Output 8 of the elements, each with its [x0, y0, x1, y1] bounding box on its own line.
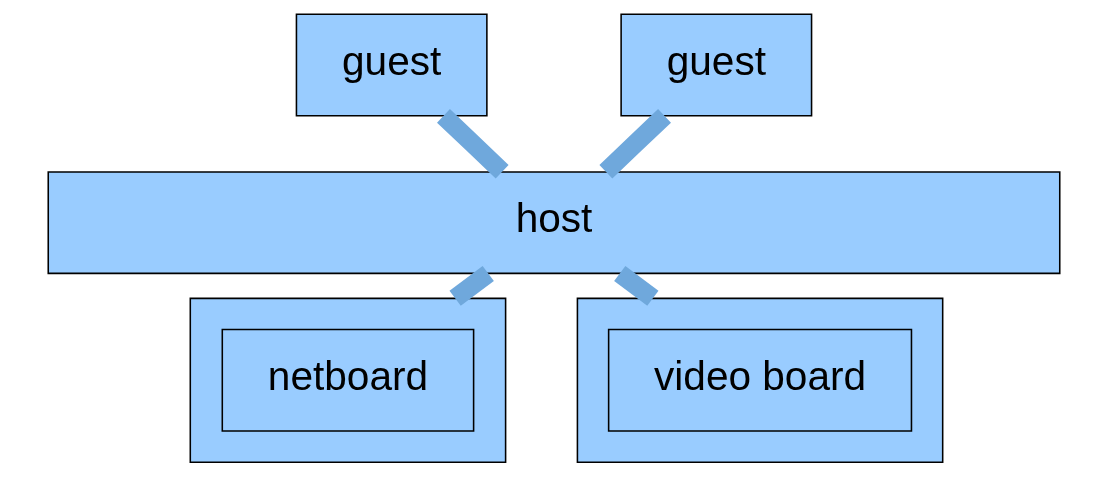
cluster: [576, 297, 944, 464]
node-box: guest: [295, 13, 488, 117]
connector: [449, 266, 494, 306]
node-box: video board: [607, 328, 913, 432]
node-box: guest: [620, 13, 813, 117]
node-box: netboard: [221, 328, 475, 432]
node-box: host: [47, 171, 1061, 275]
cluster: [189, 297, 507, 464]
